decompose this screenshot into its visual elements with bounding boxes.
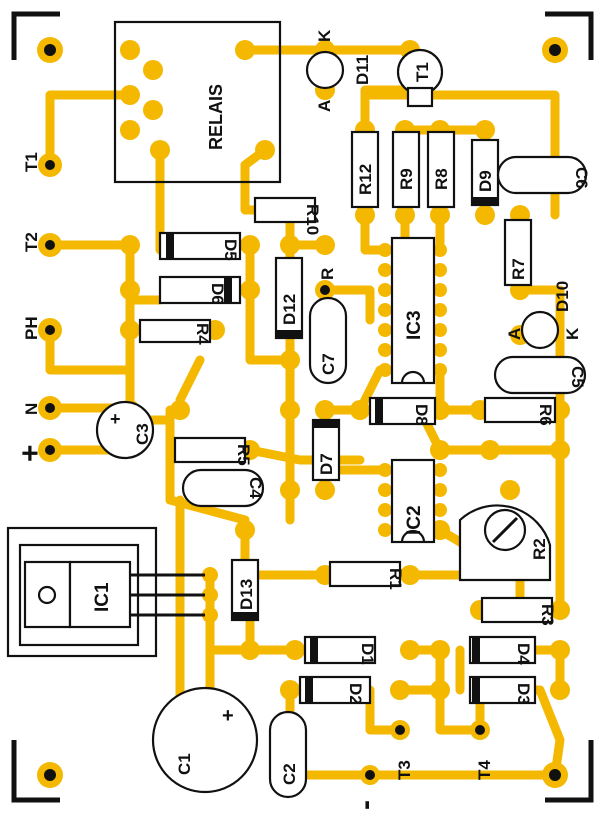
- label-r4: R4: [193, 323, 212, 345]
- label-d9: D9: [476, 170, 495, 192]
- label-r: R: [318, 268, 337, 280]
- label-ic3: IC3: [404, 310, 425, 340]
- label-ic1: IC1: [92, 582, 113, 612]
- label-d12: D12: [280, 294, 299, 325]
- label-ph: PH: [22, 316, 41, 340]
- label-d2: D2: [346, 683, 365, 705]
- label-r3: R3: [538, 604, 557, 626]
- svg-text:+: +: [222, 705, 234, 727]
- label-plus: +: [14, 444, 47, 462]
- label-r7: R7: [509, 258, 528, 280]
- labels: T1 T2 PH N + - T3 T4 RELAIS A K A K R D1…: [14, 29, 591, 810]
- label-r5: R5: [234, 444, 253, 466]
- label-t2: T2: [22, 232, 41, 252]
- label-d8: D8: [412, 404, 431, 426]
- label-d13: D13: [237, 579, 256, 610]
- label-relay: RELAIS: [206, 84, 226, 150]
- label-r8: R8: [432, 168, 451, 190]
- label-d4: D4: [514, 643, 533, 665]
- label-r10: R10: [303, 204, 322, 235]
- label-minus: -: [349, 800, 382, 810]
- label-r2: R2: [530, 538, 549, 560]
- label-d1: D1: [358, 643, 377, 665]
- label-ic2: IC2: [404, 505, 425, 535]
- svg-text:+: +: [110, 409, 121, 429]
- label-c6: C6: [572, 167, 591, 189]
- label-t1: T1: [22, 152, 41, 172]
- component-outlines: [6, 20, 588, 799]
- polarity-marks: + +: [110, 409, 234, 727]
- label-d3: D3: [514, 683, 533, 705]
- label-c2: C2: [280, 763, 299, 785]
- label-t3: T3: [395, 760, 414, 780]
- label-d11: D11: [353, 55, 372, 85]
- label-k1: K: [315, 29, 334, 42]
- label-c1: C1: [175, 753, 194, 775]
- label-a1: A: [315, 100, 334, 112]
- label-r1: R1: [386, 568, 405, 590]
- label-r12: R12: [356, 164, 375, 195]
- label-d5: D5: [221, 239, 240, 261]
- corner-marks: [11, 11, 594, 803]
- label-r9: R9: [397, 168, 416, 190]
- label-k2: K: [563, 327, 582, 340]
- label-transistor-t1: T1: [413, 62, 432, 82]
- label-c3: C3: [133, 423, 152, 445]
- label-c4: C4: [246, 477, 265, 499]
- label-n: N: [22, 403, 41, 415]
- label-r6: R6: [536, 404, 555, 426]
- label-a2: A: [505, 328, 524, 340]
- label-d10: D10: [553, 281, 572, 312]
- label-d7: D7: [317, 453, 336, 475]
- relay-outline: [113, 20, 282, 184]
- label-c7: C7: [319, 353, 338, 375]
- label-d6: D6: [208, 283, 227, 305]
- label-c5: C5: [568, 366, 587, 388]
- label-t4: T4: [475, 760, 494, 780]
